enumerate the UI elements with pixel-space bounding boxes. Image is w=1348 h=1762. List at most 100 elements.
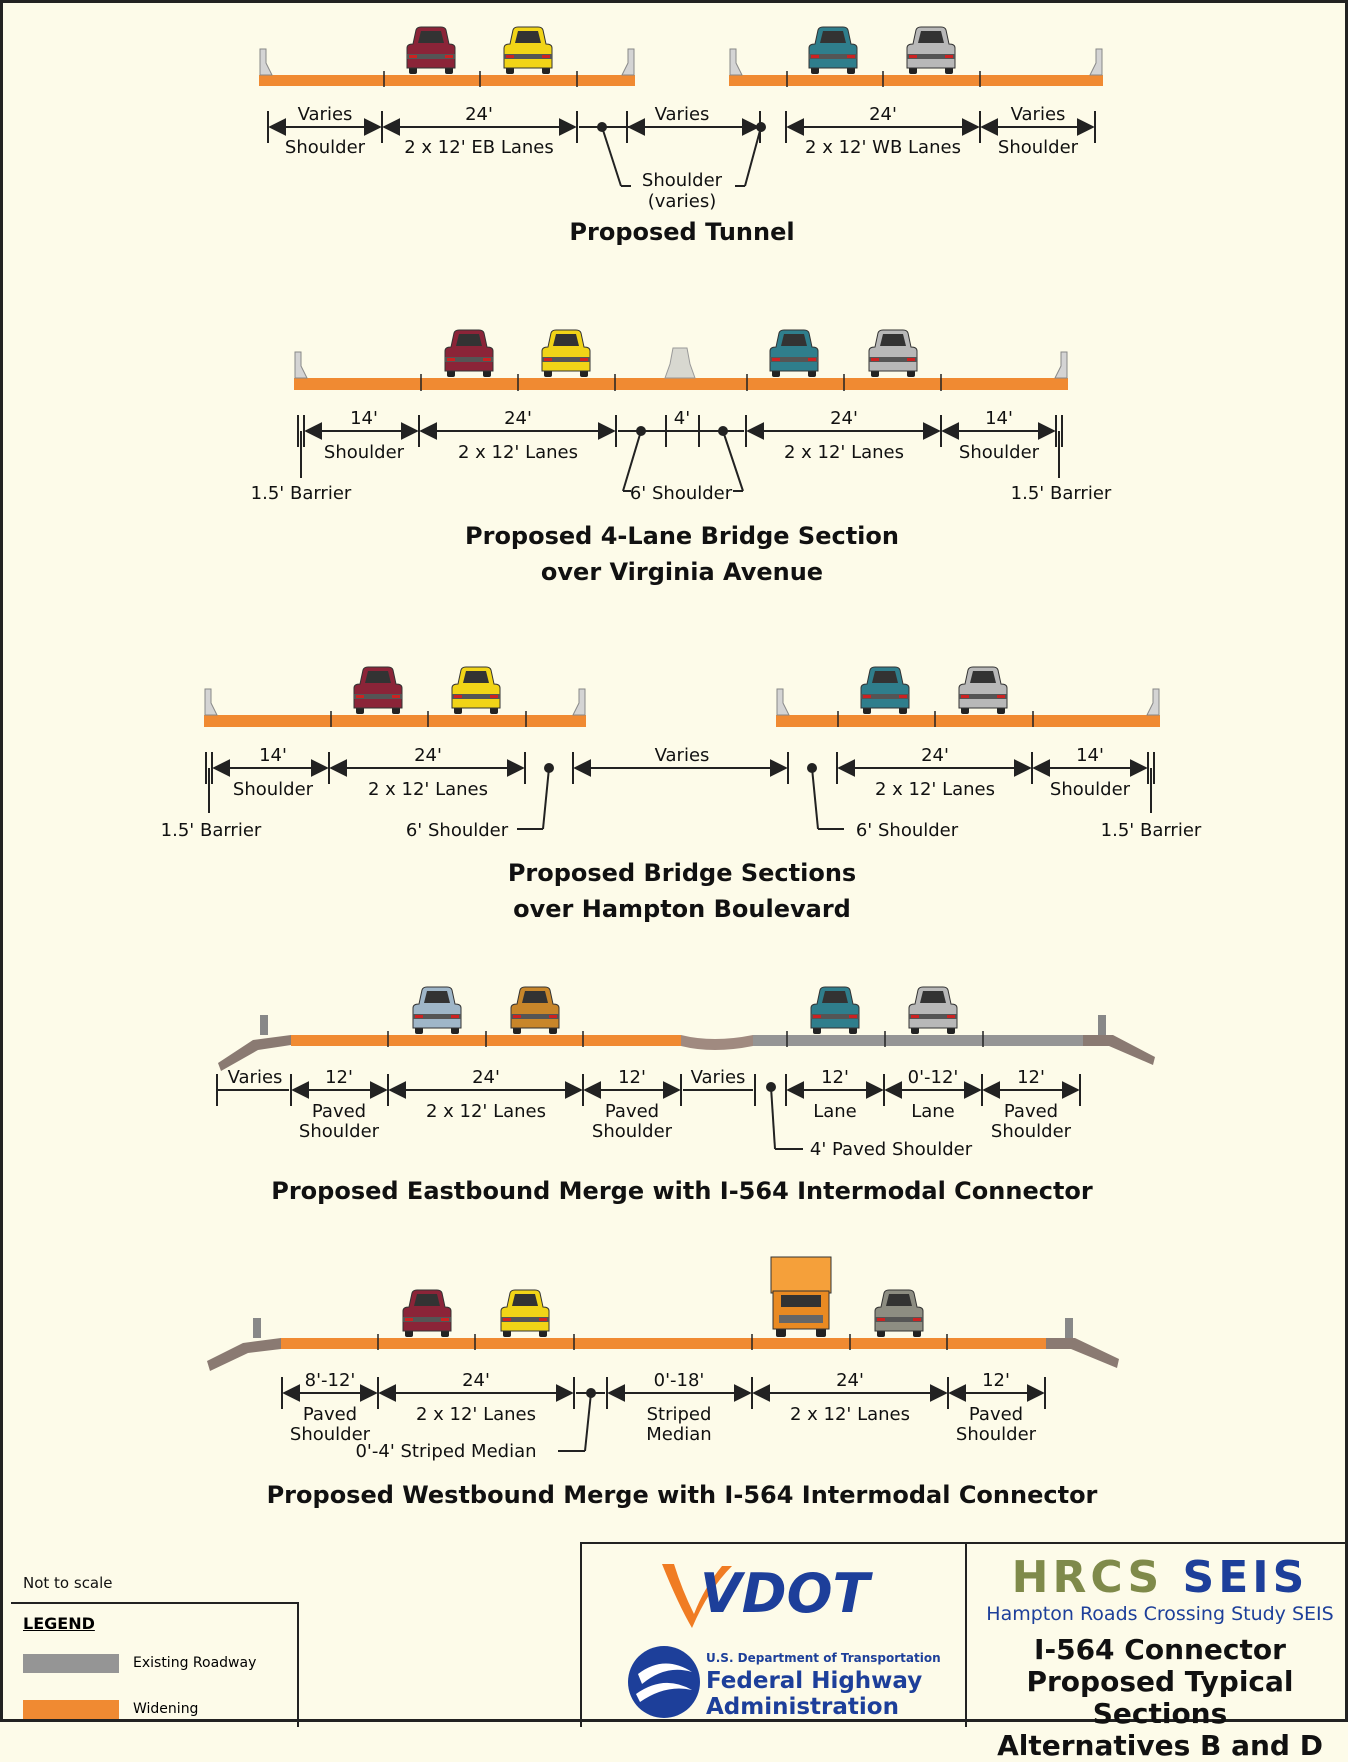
dim-paved: Paved xyxy=(303,1404,357,1425)
guardrail-post-icon xyxy=(1065,1318,1073,1338)
leader-line xyxy=(601,126,622,187)
legend-label-widening: Widening xyxy=(133,1701,199,1717)
fhwa-logo-icon xyxy=(628,1646,700,1718)
leader-line xyxy=(811,767,819,830)
fhwa-text-2: Administration xyxy=(706,1694,899,1720)
dim-barrier: 1.5' Barrier xyxy=(251,483,352,504)
dim-lanes: 2 x 12' Lanes xyxy=(790,1404,910,1425)
agency-logos-graphic: VDOT U.S. Department of Transportation F… xyxy=(628,1562,941,1720)
legend-title: LEGEND xyxy=(23,1614,95,1633)
car-icon xyxy=(503,26,553,74)
dim-shoulder: Shoulder xyxy=(592,1121,673,1142)
widening-deck xyxy=(776,715,1160,727)
not-to-scale-note: Not to scale xyxy=(23,1574,113,1592)
legend-swatch-widening xyxy=(23,1699,119,1719)
dim-lanes: 2 x 12' Lanes xyxy=(426,1101,546,1122)
dim-wb-lanes: 2 x 12' WB Lanes xyxy=(805,137,961,158)
dim-lanes: 2 x 12' Lanes xyxy=(416,1404,536,1425)
dim-shoulder: Shoulder xyxy=(233,779,314,800)
dim-varies: Varies xyxy=(655,104,710,125)
dim-4ft-paved-shoulder: 4' Paved Shoulder xyxy=(810,1139,973,1160)
car-icon xyxy=(444,329,494,377)
dim-lanes: 2 x 12' Lanes xyxy=(875,779,995,800)
leader-line xyxy=(584,1392,592,1452)
dim-6ft-shoulder: 6' Shoulder xyxy=(856,820,959,841)
dim-shoulder: Shoulder xyxy=(998,137,1079,158)
dim-0-18ft: 0'-18' xyxy=(654,1370,705,1391)
dim-barrier: 1.5' Barrier xyxy=(1011,483,1112,504)
hrcs-seis-logo: HRCS SEIS xyxy=(967,1554,1348,1602)
dim-4ft: 4' xyxy=(674,408,690,429)
car-icon xyxy=(810,986,860,1034)
dim-14ft: 14' xyxy=(985,408,1013,429)
hrcs-subtitle: Hampton Roads Crossing Study SEIS xyxy=(986,1603,1334,1625)
leader-line xyxy=(770,1086,776,1150)
dim-shoulder: Shoulder xyxy=(1050,779,1131,800)
car-icon xyxy=(500,1289,550,1337)
dim-varies: Varies xyxy=(1011,104,1066,125)
dim-14ft: 14' xyxy=(259,745,287,766)
dim-24ft: 24' xyxy=(504,408,532,429)
dim-shoulder: Shoulder xyxy=(991,1121,1072,1142)
dim-14ft: 14' xyxy=(1076,745,1104,766)
legend-item-widening: Widening xyxy=(23,1698,198,1720)
leader-line xyxy=(622,430,642,492)
dim-12ft: 12' xyxy=(982,1370,1010,1391)
dim-24ft: 24' xyxy=(921,745,949,766)
fhwa-text-1: Federal Highway xyxy=(706,1668,922,1694)
barrier-icon xyxy=(776,688,790,716)
dim-median: Median xyxy=(646,1424,711,1445)
section-subtitle-hampton: over Hampton Boulevard xyxy=(513,895,851,923)
barrier-icon xyxy=(204,688,218,716)
dim-shoulder: Shoulder xyxy=(290,1424,371,1445)
car-icon xyxy=(412,986,462,1034)
dim-6ft-shoulder: 6' Shoulder xyxy=(406,820,509,841)
dim-24ft: 24' xyxy=(836,1370,864,1391)
median-barrier-icon xyxy=(664,347,696,379)
project-title: I-564 Connector xyxy=(1034,1633,1286,1666)
car-icon xyxy=(510,986,560,1034)
car-icon xyxy=(808,26,858,74)
barrier-icon xyxy=(729,48,743,76)
car-icon xyxy=(860,666,910,714)
widening-deck xyxy=(259,75,635,86)
dim-6ft-shoulder: 6' Shoulder xyxy=(630,483,733,504)
car-icon xyxy=(868,329,918,377)
widening-deck xyxy=(281,1338,1046,1349)
vdot-swoosh-icon xyxy=(662,1564,732,1628)
dim-shoulder: Shoulder xyxy=(959,442,1040,463)
dim-barrier: 1.5' Barrier xyxy=(161,820,262,841)
widening-deck xyxy=(729,75,1103,86)
dim-8-12ft: 8'-12' xyxy=(305,1370,356,1391)
dim-shoulder: Shoulder xyxy=(642,170,723,191)
legend-area: Not to scale LEGEND Existing Roadway Wid… xyxy=(11,1568,299,1727)
guardrail-post-icon xyxy=(260,1015,268,1035)
dim-0-12ft: 0'-12' xyxy=(908,1067,959,1088)
dim-barrier: 1.5' Barrier xyxy=(1101,820,1202,841)
vdot-logo-text: VDOT xyxy=(700,1562,874,1625)
dim-shoulder: Shoulder xyxy=(956,1424,1037,1445)
dim-24ft: 24' xyxy=(414,745,442,766)
dim-24ft: 24' xyxy=(462,1370,490,1391)
barrier-icon xyxy=(572,688,586,716)
legend-item-existing-roadway: Existing Roadway xyxy=(23,1652,256,1674)
widening-deck xyxy=(294,378,1068,390)
dim-paved: Paved xyxy=(605,1101,659,1122)
car-icon xyxy=(402,1289,452,1337)
car-icon xyxy=(353,666,403,714)
barrier-icon xyxy=(621,48,635,76)
leader-line xyxy=(542,767,550,830)
car-icon xyxy=(451,666,501,714)
barrier-icon xyxy=(259,48,273,76)
guardrail-post-icon xyxy=(253,1318,261,1338)
dim-24ft: 24' xyxy=(465,104,493,125)
section-title-bridge4: Proposed 4-Lane Bridge Section xyxy=(465,522,899,550)
dim-striped-median: 0'-4' Striped Median xyxy=(355,1441,536,1462)
barrier-icon xyxy=(294,351,308,379)
dim-12ft: 12' xyxy=(1017,1067,1045,1088)
usdot-text: U.S. Department of Transportation xyxy=(706,1651,941,1665)
sheet-title: Proposed Typical Sections xyxy=(1026,1665,1294,1730)
dim-12ft: 12' xyxy=(325,1067,353,1088)
